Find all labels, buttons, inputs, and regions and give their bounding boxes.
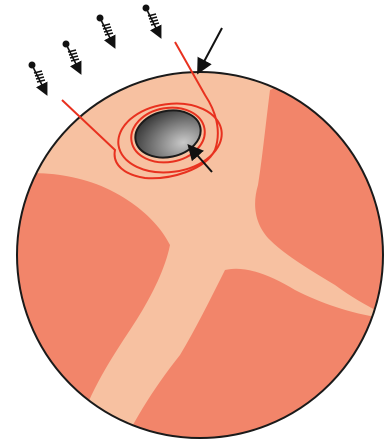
particle-arrow-icon: [29, 62, 47, 94]
particle-arrow-icon: [97, 15, 115, 47]
particle-arrow-icon: [143, 5, 161, 37]
particle-arrow-icon: [63, 41, 81, 73]
pointer-arrow-top: [199, 28, 222, 71]
